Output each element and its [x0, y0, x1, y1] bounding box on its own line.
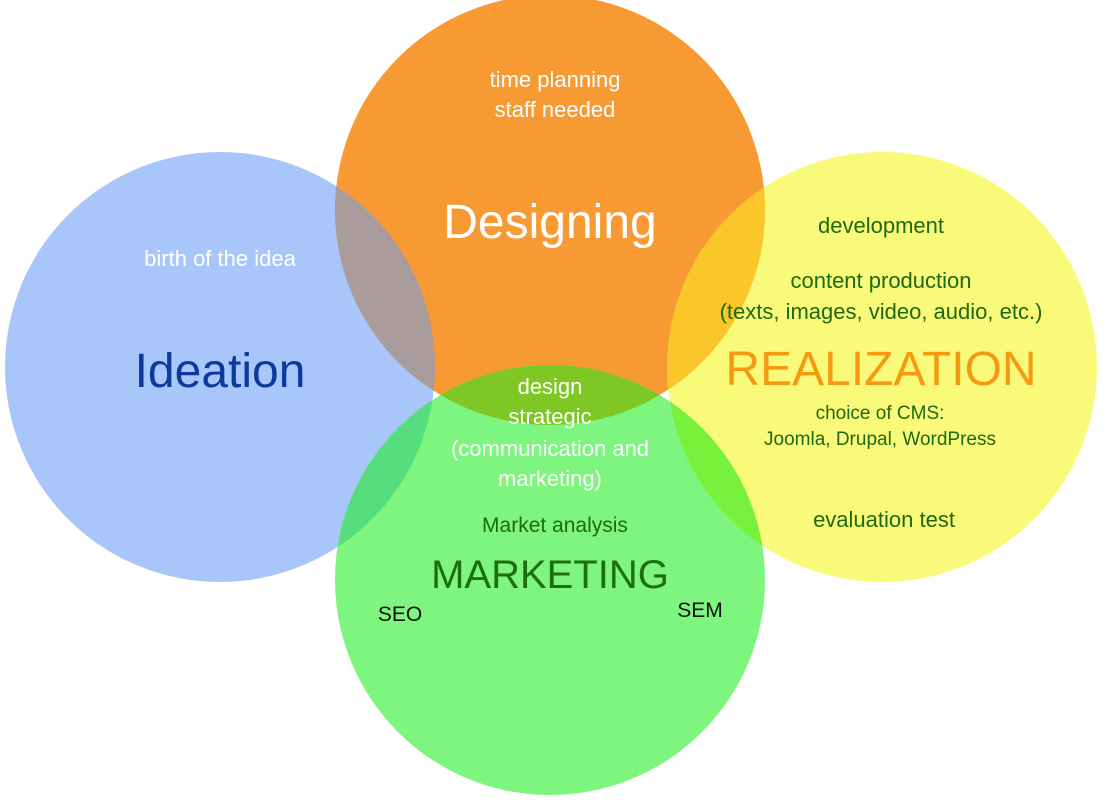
realization-note-media-types: (texts, images, video, audio, etc.) — [720, 299, 1043, 324]
realization-note-cms-list: Joomla, Drupal, WordPress — [764, 429, 996, 450]
marketing-title: MARKETING — [431, 553, 669, 597]
designing-title: Designing — [443, 196, 656, 249]
center-line-design: design — [518, 374, 583, 399]
center-line-strategic: strategic — [508, 404, 591, 429]
designing-circle — [335, 0, 765, 425]
marketing-circle — [335, 365, 765, 795]
marketing-note-market-analysis: Market analysis — [482, 514, 628, 537]
designing-note-staff-needed: staff needed — [495, 97, 616, 122]
center-line-marketing: marketing) — [498, 466, 602, 491]
realization-circle — [667, 152, 1097, 582]
realization-note-development: development — [818, 213, 944, 238]
designing-note-time-planning: time planning — [490, 67, 621, 92]
marketing-tag-seo: SEO — [378, 603, 422, 626]
center-line-communication: (communication and — [451, 436, 649, 461]
realization-title: REALIZATION — [725, 343, 1036, 396]
ideation-title: Ideation — [135, 345, 306, 398]
marketing-tag-sem: SEM — [677, 599, 723, 622]
ideation-note-birth-of-idea: birth of the idea — [144, 246, 296, 271]
realization-note-choice-of-cms: choice of CMS: — [816, 403, 945, 424]
ideation-circle — [5, 152, 435, 582]
realization-note-evaluation-test: evaluation test — [813, 507, 955, 532]
realization-note-content-production: content production — [790, 268, 971, 293]
